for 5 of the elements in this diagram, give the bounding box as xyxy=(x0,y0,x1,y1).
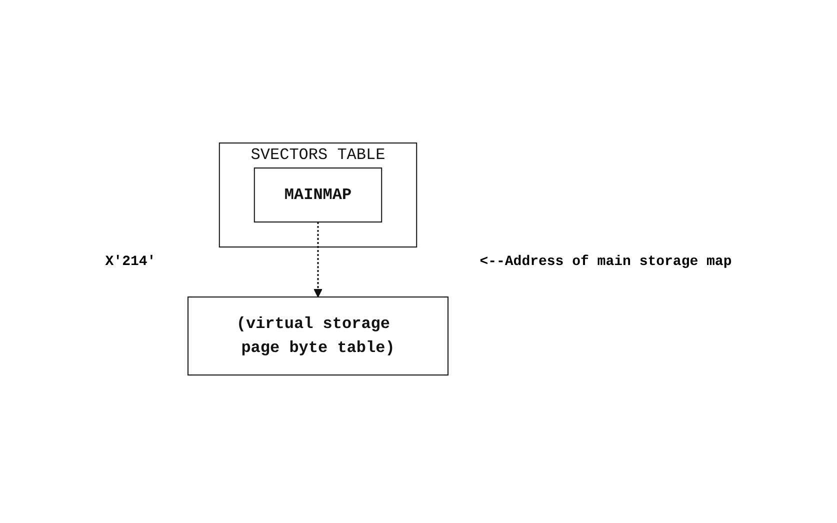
offset-label: X'214' xyxy=(105,254,156,270)
node-box: MAINMAP xyxy=(254,168,382,222)
node-box: (virtual storage page byte table) xyxy=(187,296,448,376)
arrow xyxy=(313,222,322,298)
annotation-text: <--Address of main storage map xyxy=(480,254,732,270)
